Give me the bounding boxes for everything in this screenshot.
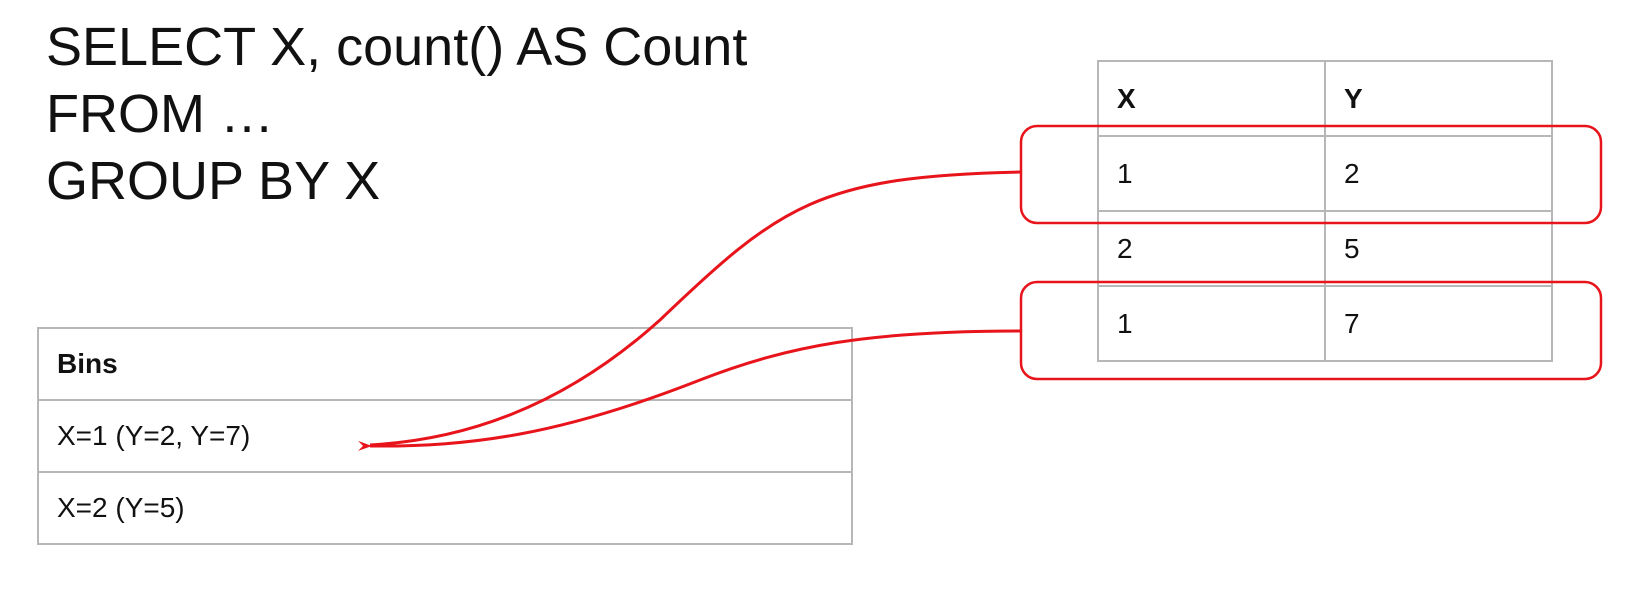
table-row: 1 2: [1097, 135, 1553, 212]
column-header-y: Y: [1324, 60, 1553, 137]
table-row: X=2 (Y=5): [37, 471, 853, 545]
bins-header: Bins: [37, 327, 853, 401]
table-row: X=1 (Y=2, Y=7): [37, 399, 853, 473]
bins-header-row: Bins: [37, 327, 853, 401]
cell-x: 2: [1097, 210, 1326, 287]
xy-table: X Y 1 2 2 5 1 7: [1097, 60, 1553, 362]
bin-x1: X=1 (Y=2, Y=7): [37, 399, 853, 473]
cell-y: 7: [1324, 285, 1553, 362]
bin-x2: X=2 (Y=5): [37, 471, 853, 545]
bins-table: Bins X=1 (Y=2, Y=7) X=2 (Y=5): [37, 327, 853, 545]
column-header-x: X: [1097, 60, 1326, 137]
query-select-line: SELECT X, count() AS Count: [46, 17, 748, 77]
cell-y: 2: [1324, 135, 1553, 212]
cell-x: 1: [1097, 285, 1326, 362]
query-groupby-line: GROUP BY X: [46, 151, 381, 211]
table-row: 1 7: [1097, 285, 1553, 362]
cell-y: 5: [1324, 210, 1553, 287]
xy-header-row: X Y: [1097, 60, 1553, 137]
table-row: 2 5: [1097, 210, 1553, 287]
sql-query: SELECT X, count() AS Count FROM … GROUP …: [46, 14, 747, 215]
query-from-line: FROM …: [46, 84, 274, 144]
cell-x: 1: [1097, 135, 1326, 212]
